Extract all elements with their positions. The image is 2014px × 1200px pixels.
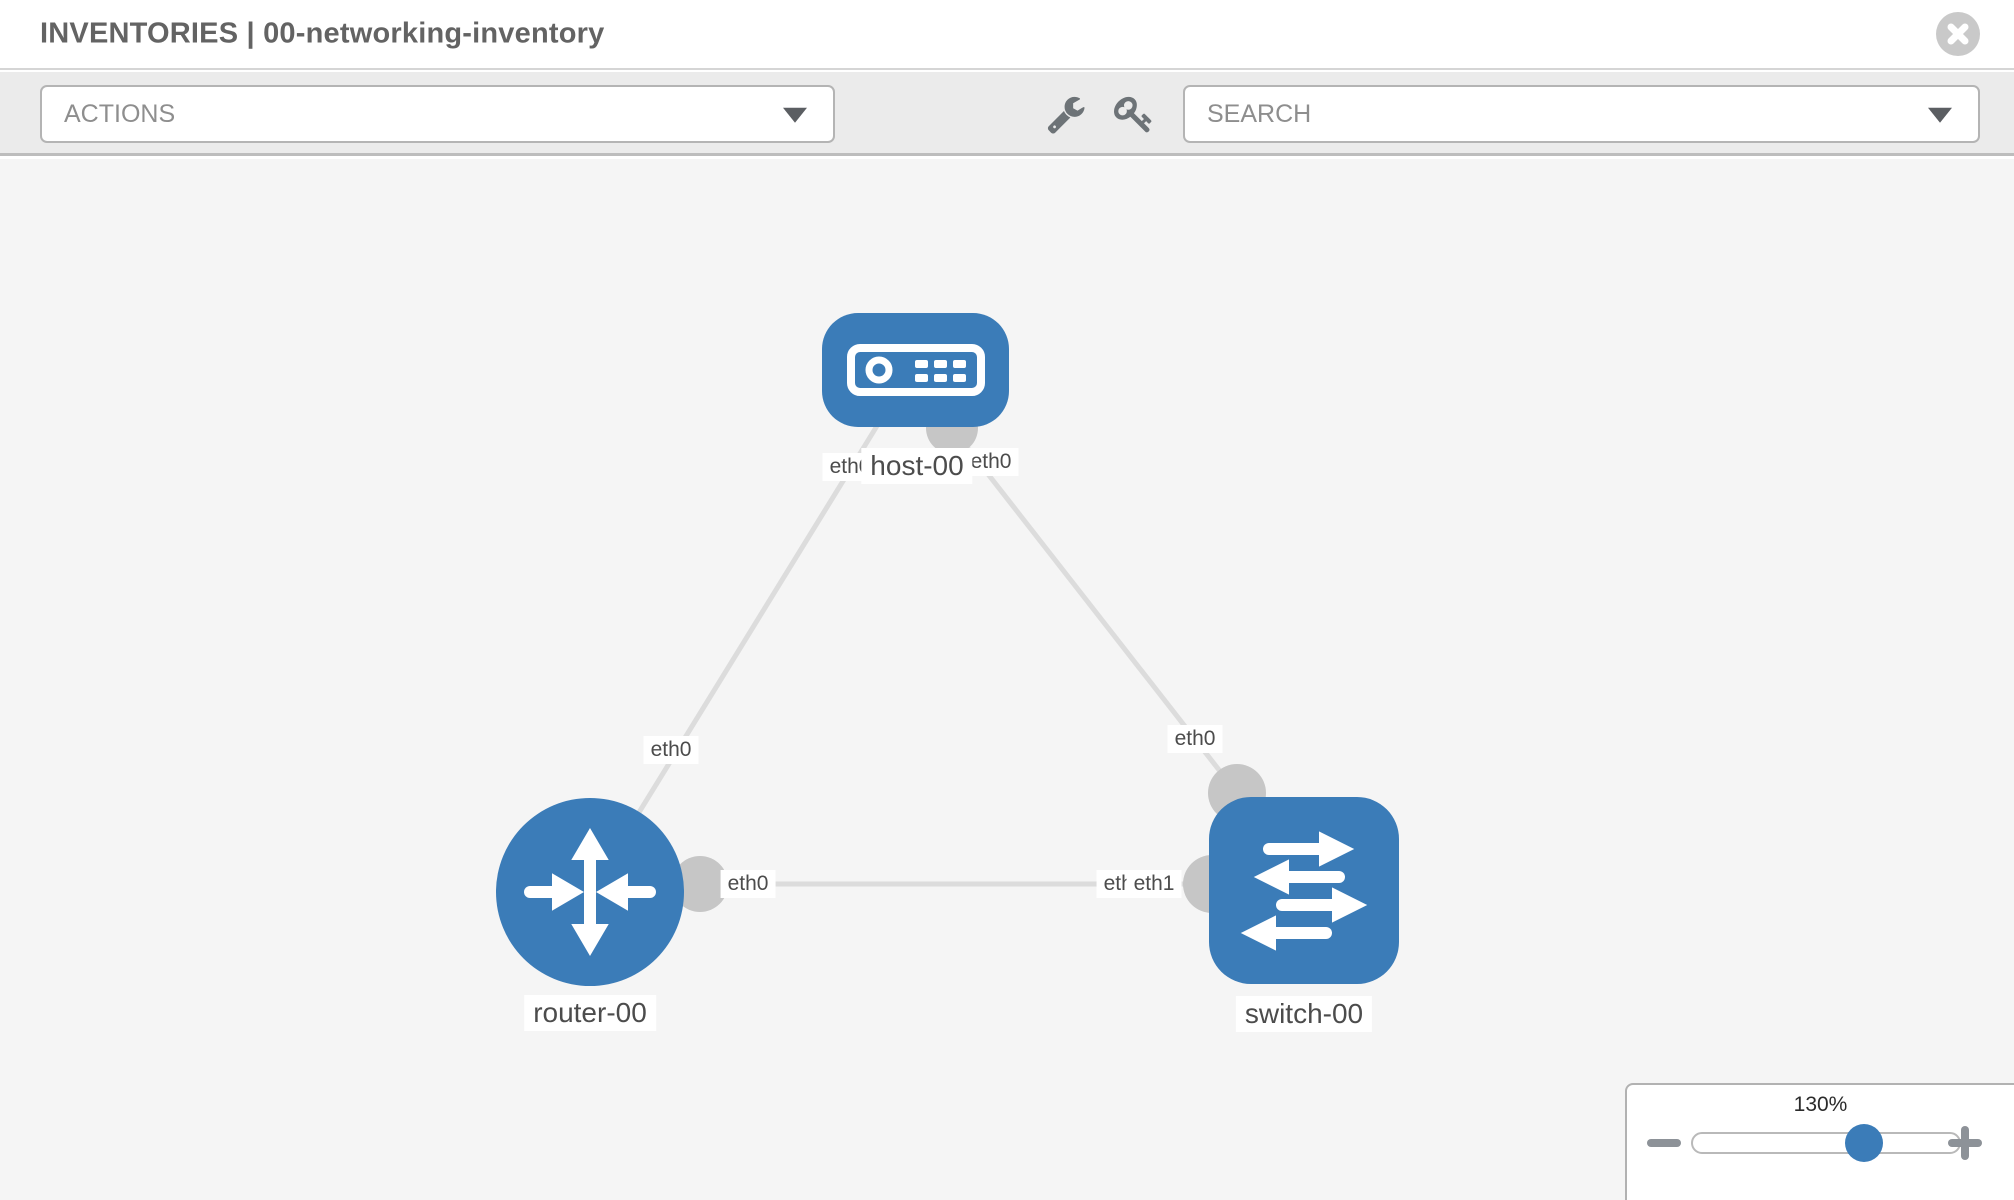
interface-label: eth0 xyxy=(643,736,699,764)
switch-icon xyxy=(1229,816,1379,966)
node-label-host: host-00 xyxy=(861,448,973,484)
zoom-in-button plus-icon[interactable] xyxy=(1948,1126,1982,1160)
key-button[interactable] xyxy=(1114,94,1154,134)
wrench-icon xyxy=(1047,96,1085,134)
interface-stub-router xyxy=(672,856,728,912)
close-button[interactable] xyxy=(1936,12,1980,56)
page-header: INVENTORIES | 00-networking-inventory xyxy=(0,0,2014,70)
interface-label: eth1 xyxy=(1126,870,1182,898)
router-icon xyxy=(515,817,665,967)
zoom-level-value: 130% xyxy=(1793,1093,1848,1116)
zoom-slider-track[interactable] xyxy=(1691,1132,1961,1154)
close-icon xyxy=(1947,23,1969,45)
toolbar: ACTIONS SEARCH xyxy=(0,72,2014,156)
page-title: INVENTORIES | 00-networking-inventory xyxy=(40,17,605,50)
wrench-button[interactable] xyxy=(1046,94,1086,134)
search-dropdown-placeholder: SEARCH xyxy=(1207,100,1312,128)
actions-dropdown-label: ACTIONS xyxy=(64,100,176,128)
actions-dropdown[interactable]: ACTIONS xyxy=(40,85,835,143)
node-switch-00[interactable] xyxy=(1209,797,1399,984)
interface-label: eth0 xyxy=(963,448,1019,476)
interface-label: eth0 xyxy=(1167,725,1223,753)
node-label-router: router-00 xyxy=(524,995,656,1031)
key-icon xyxy=(1114,96,1152,133)
topology-canvas[interactable]: host-00 router-00 switch-00 eth0 eth0 et… xyxy=(0,159,2014,1200)
links-layer xyxy=(587,402,1266,913)
node-host-00[interactable] xyxy=(822,313,1009,427)
zoom-out-button minus-icon[interactable] xyxy=(1647,1139,1681,1147)
zoom-slider-thumb[interactable] xyxy=(1845,1124,1883,1162)
caret-down-icon xyxy=(1928,107,1952,123)
node-router-00[interactable] xyxy=(496,798,684,986)
interface-label: eth0 xyxy=(720,870,776,898)
node-label-switch: switch-00 xyxy=(1235,996,1373,1032)
zoom-panel: 130% xyxy=(1625,1083,2014,1200)
host-icon xyxy=(843,338,989,402)
search-dropdown[interactable]: SEARCH xyxy=(1183,85,1980,143)
caret-down-icon xyxy=(783,107,807,123)
